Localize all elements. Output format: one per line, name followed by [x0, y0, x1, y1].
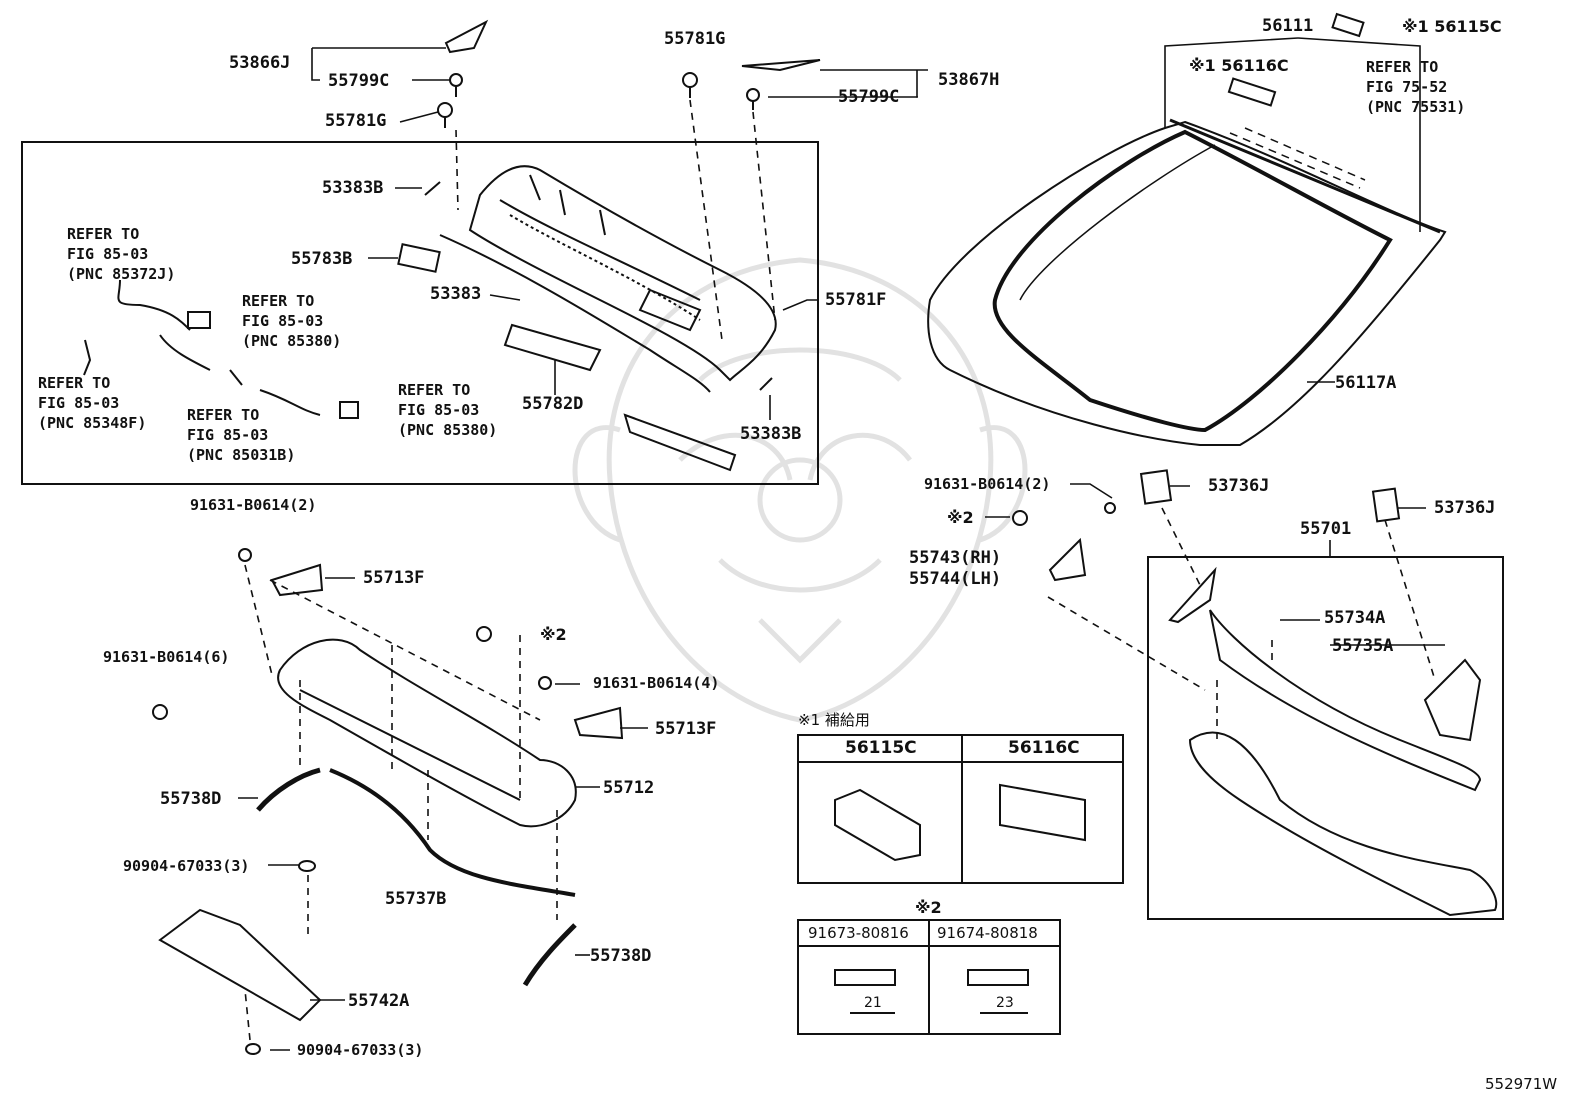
callout-55799C-left: 55799C	[328, 71, 390, 91]
callout-53736J-b: 53736J	[1434, 498, 1496, 518]
callout-55783B: 55783B	[291, 249, 353, 269]
watermark-emblem	[575, 260, 1025, 720]
callout-53866J: 53866J	[229, 53, 291, 73]
callout-53383B-bottom: 53383B	[740, 424, 802, 444]
bolt-dim-23: 23	[996, 995, 1014, 1011]
bolt-dim-21: 21	[864, 995, 882, 1011]
callout-55701: 55701	[1300, 519, 1352, 539]
bolt-table-mark: ※2	[915, 898, 942, 917]
callout-90904-67033-top: 90904-67033(3)	[123, 857, 250, 875]
right-cowl-assembly	[1013, 470, 1496, 915]
cowl-top-vent-assembly	[470, 166, 776, 380]
callout-91631-B0614-2-right: 91631-B0614(2)	[924, 475, 1051, 493]
cowl-group-frame	[22, 142, 818, 484]
dashed-guides	[245, 100, 1435, 1040]
callout-55781G-left: 55781G	[325, 111, 387, 131]
supply-col-56116C: 56116C	[1008, 738, 1080, 758]
reference-85380-b: REFER TO FIG 85-03 (PNC 85380)	[398, 381, 498, 439]
supply-table-frame	[798, 735, 1123, 883]
callout-91631-B0614-6: 91631-B0614(6)	[103, 648, 230, 666]
callout-56111: 56111	[1262, 16, 1314, 36]
bolt-col-91674-80818: 91674-80818	[937, 924, 1038, 942]
supply-col-56115C: 56115C	[845, 738, 917, 758]
callout-53736J-a: 53736J	[1208, 476, 1270, 496]
hoses-and-brackets	[84, 182, 772, 470]
reference-85031B: REFER TO FIG 85-03 (PNC 85031B)	[187, 406, 296, 464]
callout-55781G-top: 55781G	[664, 29, 726, 49]
callout-55743-rh: 55743(RH)	[909, 548, 1002, 568]
windshield-glass	[928, 14, 1445, 445]
callout-55735A: 55735A	[1332, 636, 1394, 656]
callout-55738D-bottom: 55738D	[590, 946, 652, 966]
callout-53383B-top: 53383B	[322, 178, 384, 198]
callout-55712: 55712	[603, 778, 655, 798]
diagram-code: 552971W	[1485, 1075, 1558, 1093]
callout-mark2-right: ※2	[947, 508, 974, 527]
supply-note: ※1 補給用	[798, 711, 870, 729]
reference-85348F: REFER TO FIG 85-03 (PNC 85348F)	[38, 374, 147, 432]
callout-55781F: 55781F	[825, 290, 887, 310]
leader-lines	[238, 38, 1445, 1050]
callout-56117A: 56117A	[1335, 373, 1397, 393]
callout-53383: 53383	[430, 284, 482, 304]
callout-55713F-right: 55713F	[655, 719, 717, 739]
callout-mark2-bolt: ※2	[540, 625, 567, 644]
callout-56116C-top: ※1 56116C	[1189, 56, 1289, 75]
callout-91631-B0614-2-top: 91631-B0614(2)	[190, 496, 317, 514]
callout-91631-B0614-4: 91631-B0614(4)	[593, 674, 720, 692]
table-icons	[835, 785, 1085, 1013]
reference-85372J: REFER TO FIG 85-03 (PNC 85372J)	[67, 225, 176, 283]
bolt-col-91673-80816: 91673-80816	[808, 924, 909, 942]
callout-55713F-top: 55713F	[363, 568, 425, 588]
callout-55799C-right: 55799C	[838, 87, 900, 107]
callout-55737B: 55737B	[385, 889, 447, 909]
reference-75531: REFER TO FIG 75-52 (PNC 75531)	[1366, 58, 1466, 116]
callout-55782D: 55782D	[522, 394, 584, 414]
callout-55738D-left: 55738D	[160, 789, 222, 809]
callout-55744-lh: 55744(LH)	[909, 569, 1002, 589]
cowl-panel-group-frame	[1148, 557, 1503, 919]
callout-55734A: 55734A	[1324, 608, 1386, 628]
callout-56115C-top: ※1 56115C	[1402, 17, 1502, 36]
fasteners-top	[438, 22, 820, 128]
reference-85380-a: REFER TO FIG 85-03 (PNC 85380)	[242, 292, 342, 350]
callout-53867H: 53867H	[938, 70, 1000, 90]
callout-55742A: 55742A	[348, 991, 410, 1011]
callout-90904-67033-bottom: 90904-67033(3)	[297, 1041, 424, 1059]
